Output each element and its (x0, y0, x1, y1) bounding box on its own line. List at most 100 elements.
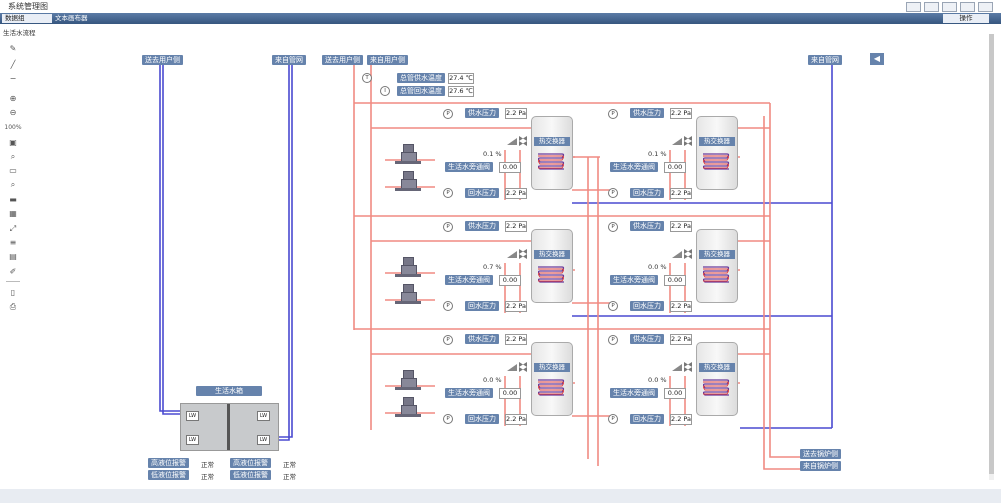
layout-3-icon[interactable] (942, 2, 957, 12)
supply-pressure-value: 2.2 Pa (505, 334, 527, 345)
supply-pressure-label: 供水压力 (630, 334, 664, 344)
heat-exchanger-label: 热交换器 (699, 363, 735, 372)
zoom-level: 100% (4, 124, 22, 131)
scroll-thumb[interactable] (989, 34, 994, 474)
tank-right-high-level-label: 高液位报警 (230, 458, 271, 468)
pump-icon[interactable] (395, 171, 421, 191)
page-icon[interactable]: ▯ (10, 288, 16, 297)
to-user-left-label: 送去用户侧 (142, 55, 183, 65)
control-valve-icon[interactable] (672, 134, 696, 148)
pressure-sensor-icon: P (443, 188, 453, 198)
supply-pressure-value: 2.2 Pa (505, 221, 527, 232)
title-bar: 系统管理图 (0, 0, 1001, 13)
magnify-icon[interactable]: ⌕ (10, 180, 16, 189)
heat-exchanger[interactable]: 热交换器 (531, 116, 573, 190)
pipe (277, 65, 290, 441)
app-title: 系统管理图 (8, 2, 48, 11)
to-user-mid-label: 送去用户侧 (322, 55, 363, 65)
heat-exchanger[interactable]: 热交换器 (696, 229, 738, 303)
tank-right-high-level-value: 正常 (283, 461, 296, 469)
layout-4-icon[interactable] (960, 2, 975, 12)
zoom-out-icon[interactable]: ⊖ (9, 108, 17, 117)
return-pressure-label: 回水压力 (465, 188, 499, 198)
coil-icon (538, 266, 565, 283)
minus-icon[interactable]: − (9, 74, 17, 83)
bypass-valve-value: 0.00 (664, 388, 686, 399)
supply-pressure-label: 供水压力 (630, 221, 664, 231)
pump-icon[interactable] (395, 284, 421, 304)
pump-icon[interactable] (395, 370, 421, 390)
heat-exchanger[interactable]: 热交换器 (696, 116, 738, 190)
to-boiler-label: 送去锅炉侧 (800, 449, 841, 459)
fit-icon[interactable]: ▣ (9, 138, 17, 147)
coil-icon (538, 379, 565, 396)
pump-base (395, 274, 421, 277)
pressure-sensor-icon: P (443, 301, 453, 311)
tank-left-low-level-label: 低液位报警 (148, 470, 189, 480)
select-icon[interactable]: ▬ (9, 195, 17, 204)
print-icon[interactable]: ⎙ (9, 302, 17, 311)
layer-icon[interactable]: ▤ (9, 252, 17, 261)
valve-opening: 0.0 % (648, 376, 667, 384)
return-pressure-value: 2.2 Pa (505, 414, 527, 425)
layout-1-icon[interactable] (906, 2, 921, 12)
tank-label: 生活水箱 (196, 386, 262, 396)
toolbar-divider (6, 281, 20, 282)
level-sensor-icon: LW (257, 411, 270, 421)
search-icon[interactable]: ⌕ (10, 152, 16, 161)
valve-opening: 0.1 % (648, 150, 667, 158)
control-valve-icon[interactable] (672, 247, 696, 261)
tab-data-group[interactable]: 数据组 (2, 14, 52, 23)
zoom-in-icon[interactable]: ⊕ (9, 94, 17, 103)
window-icon[interactable]: ▭ (9, 166, 17, 175)
control-valve-icon[interactable] (672, 360, 696, 374)
valve-opening: 0.1 % (483, 150, 502, 158)
supply-pressure-value: 2.2 Pa (670, 108, 692, 119)
heat-exchanger[interactable]: 热交换器 (696, 342, 738, 416)
grid-icon[interactable]: ▦ (9, 209, 17, 218)
tab-text-canvas[interactable]: 文本画布器 (55, 14, 88, 22)
valve-opening: 0.0 % (483, 376, 502, 384)
pump-icon[interactable] (395, 397, 421, 417)
coil-icon (703, 153, 730, 170)
layout-5-icon[interactable] (978, 2, 993, 12)
tank-left-low-level-value: 正常 (201, 473, 214, 481)
back-arrow-button[interactable]: ◀ (870, 53, 884, 65)
pump-base (395, 161, 421, 164)
tab-operation[interactable]: 操作 (943, 14, 989, 23)
supply-pressure-value: 2.2 Pa (670, 221, 692, 232)
control-valve-icon[interactable] (507, 360, 531, 374)
pressure-sensor-icon: P (608, 222, 618, 232)
pressure-sensor-icon: P (608, 109, 618, 119)
bypass-valve-value: 0.00 (499, 388, 521, 399)
level-sensor-icon: LW (186, 435, 199, 445)
pressure-sensor-icon: P (608, 414, 618, 424)
heat-exchanger[interactable]: 热交换器 (531, 229, 573, 303)
pipe (769, 103, 800, 458)
control-valve-icon[interactable] (507, 134, 531, 148)
from-city-left-label: 来自管网 (272, 55, 306, 65)
coil-icon (538, 153, 565, 170)
pump-icon[interactable] (395, 257, 421, 277)
heat-exchanger-label: 热交换器 (699, 137, 735, 146)
edit-icon[interactable]: ✐ (9, 267, 17, 276)
pen-icon[interactable]: ✎ (9, 44, 17, 53)
tank-left-high-level-label: 高液位报警 (148, 458, 189, 468)
arrows-icon[interactable]: ⤢ (9, 224, 17, 233)
pipe (277, 65, 293, 438)
pump-base (395, 414, 421, 417)
indicator-icon: I (380, 86, 390, 96)
bypass-valve-value: 0.00 (664, 275, 686, 286)
pump-icon[interactable] (395, 144, 421, 164)
vertical-scrollbar[interactable] (989, 34, 994, 480)
pump-base (395, 387, 421, 390)
layout-2-icon[interactable] (924, 2, 939, 12)
line-icon[interactable]: ╱ (10, 60, 16, 69)
temp-sensor-icon: T (362, 73, 372, 83)
control-valve-icon[interactable] (507, 247, 531, 261)
heat-exchanger[interactable]: 热交换器 (531, 342, 573, 416)
list-icon[interactable]: ≡ (9, 238, 17, 247)
status-bar (0, 489, 1001, 503)
return-temp-value: 27.6 ℃ (448, 86, 474, 97)
